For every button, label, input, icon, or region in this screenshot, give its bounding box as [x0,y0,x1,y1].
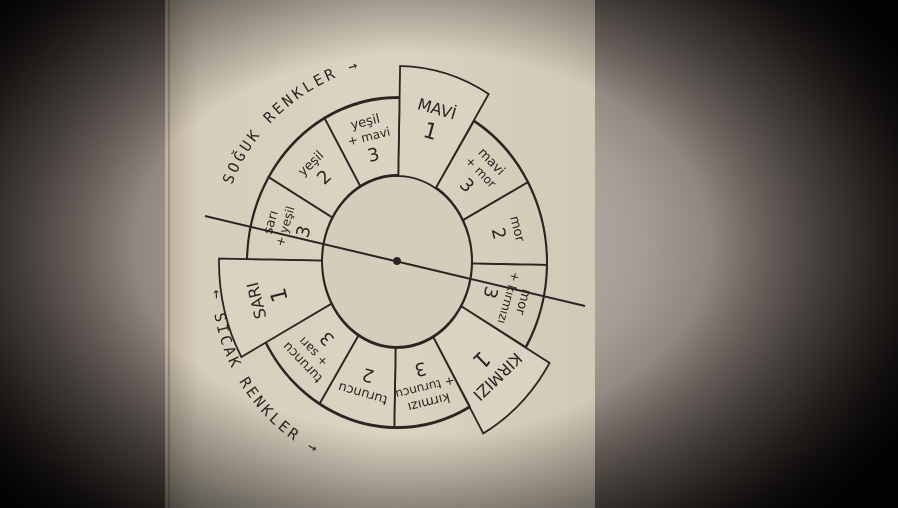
segment-level-number: 3 [316,327,339,350]
center-dot [393,257,401,265]
segment-color-name: mor [506,215,527,244]
segment-mor [463,182,547,265]
segment-level-number: 3 [455,174,478,197]
segment-level-number: 3 [366,144,382,167]
segment-sari [219,259,331,357]
segment-turuncu [320,336,396,427]
segment-level-number: 2 [313,166,336,189]
cool-colors-label: SOĞUK RENKLER → [219,55,362,187]
segment-level-number: 2 [487,225,510,241]
segment-level-number: 2 [360,363,377,386]
segment-level-number: 3 [412,357,428,380]
